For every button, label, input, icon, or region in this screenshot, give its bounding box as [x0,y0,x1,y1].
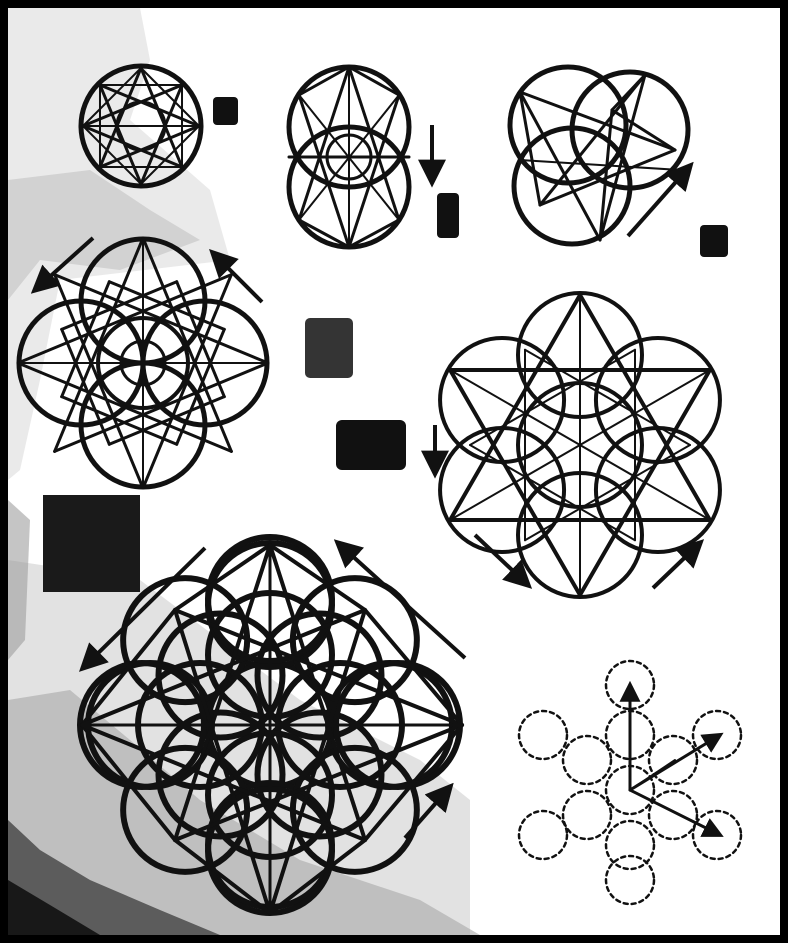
blot-top-left [213,97,238,125]
figure-octagram-circle [81,66,201,186]
blot-middle-small [305,318,353,378]
figure-four-petal-star [18,238,268,488]
blot-top-middle [437,193,459,238]
blot-middle-cluster [336,420,406,470]
blot-large-square [43,495,140,592]
blot-top-right [700,225,728,257]
